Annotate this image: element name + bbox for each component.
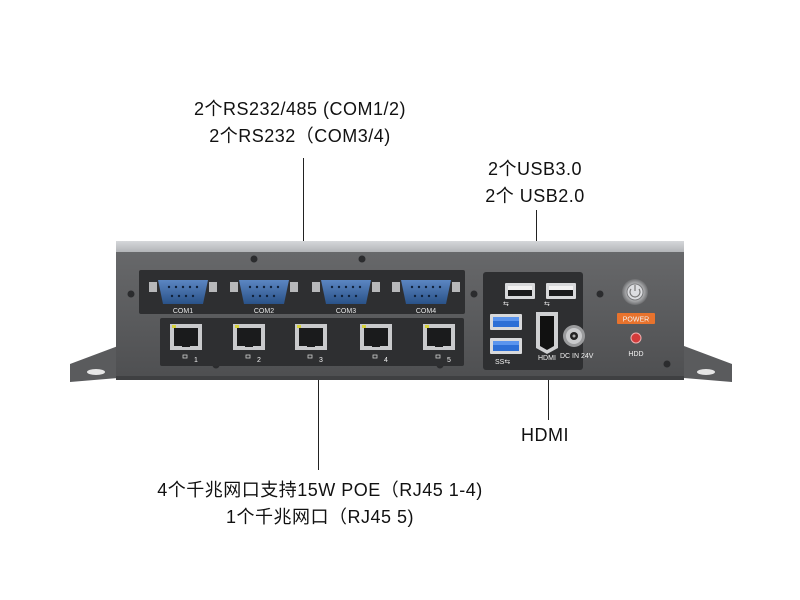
rj45-port-3 bbox=[295, 324, 327, 350]
com4-label: COM4 bbox=[416, 308, 436, 315]
dc-in-label: DC IN 24V bbox=[560, 353, 594, 360]
rj45-port-5 bbox=[423, 324, 455, 350]
hdmi-callout: HDMI bbox=[490, 422, 600, 449]
usb-leader-line bbox=[536, 210, 537, 270]
com1-label: COM1 bbox=[173, 308, 193, 315]
com3-label: COM3 bbox=[336, 308, 356, 315]
hdmi-port-label: HDMI bbox=[538, 355, 556, 362]
hdd-label: HDD bbox=[628, 351, 643, 358]
hdmi-callout-line1: HDMI bbox=[521, 425, 569, 445]
com-port-4 bbox=[392, 280, 460, 304]
rj45-port-1 bbox=[170, 324, 202, 350]
usb3-port-1 bbox=[490, 314, 522, 330]
usb3-symbol: SS⇆ bbox=[495, 359, 510, 366]
lan5-label: 5 bbox=[447, 357, 451, 364]
dc-in-jack bbox=[563, 325, 585, 347]
lan-callout: 4个千兆网口支持15W POE（RJ45 1-4) 1个千兆网口（RJ45 5) bbox=[110, 477, 530, 531]
lan3-label: 3 bbox=[319, 357, 323, 364]
usb-symbol-1: ⇆ bbox=[503, 301, 509, 308]
power-label-badge bbox=[617, 313, 655, 324]
right-mounting-bracket bbox=[684, 346, 732, 382]
lan4-label: 4 bbox=[384, 357, 388, 364]
com2-label: COM2 bbox=[254, 308, 274, 315]
power-label: POWER bbox=[623, 317, 649, 324]
com-port-1 bbox=[149, 280, 217, 304]
lan1-label: 1 bbox=[194, 357, 198, 364]
lan-callout-line2: 1个千兆网口（RJ45 5) bbox=[225, 507, 415, 527]
serial-port-panel bbox=[139, 270, 465, 314]
serial-callout: 2个RS232/485 (COM1/2) 2个RS232（COM3/4) bbox=[150, 96, 450, 150]
usb2-port-2 bbox=[546, 283, 576, 299]
hdmi-port bbox=[536, 312, 558, 354]
usb-callout-line2: 2个 USB2.0 bbox=[485, 186, 585, 206]
left-mounting-bracket bbox=[70, 346, 118, 382]
serial-leader-line bbox=[303, 158, 304, 272]
rj45-port-2 bbox=[233, 324, 265, 350]
power-button bbox=[622, 279, 648, 305]
usb2-port-1 bbox=[505, 283, 535, 299]
usb3-port-2 bbox=[490, 338, 522, 354]
lan2-label: 2 bbox=[257, 357, 261, 364]
usb-callout: 2个USB3.0 2个 USB2.0 bbox=[450, 156, 620, 210]
chassis-top-edge bbox=[116, 241, 684, 255]
hdmi-leader-line bbox=[548, 350, 549, 420]
hdd-led bbox=[630, 332, 642, 344]
usb-callout-line1: 2个USB3.0 bbox=[487, 159, 583, 179]
serial-callout-line2: 2个RS232（COM3/4) bbox=[209, 126, 391, 146]
usb-symbol-2: ⇆ bbox=[544, 301, 550, 308]
com-port-3 bbox=[312, 280, 380, 304]
serial-callout-line1: 2个RS232/485 (COM1/2) bbox=[193, 99, 407, 119]
lan-callout-line1: 4个千兆网口支持15W POE（RJ45 1-4) bbox=[157, 480, 483, 500]
com-port-2 bbox=[230, 280, 298, 304]
lan-leader-line bbox=[318, 348, 319, 470]
rj45-port-4 bbox=[360, 324, 392, 350]
